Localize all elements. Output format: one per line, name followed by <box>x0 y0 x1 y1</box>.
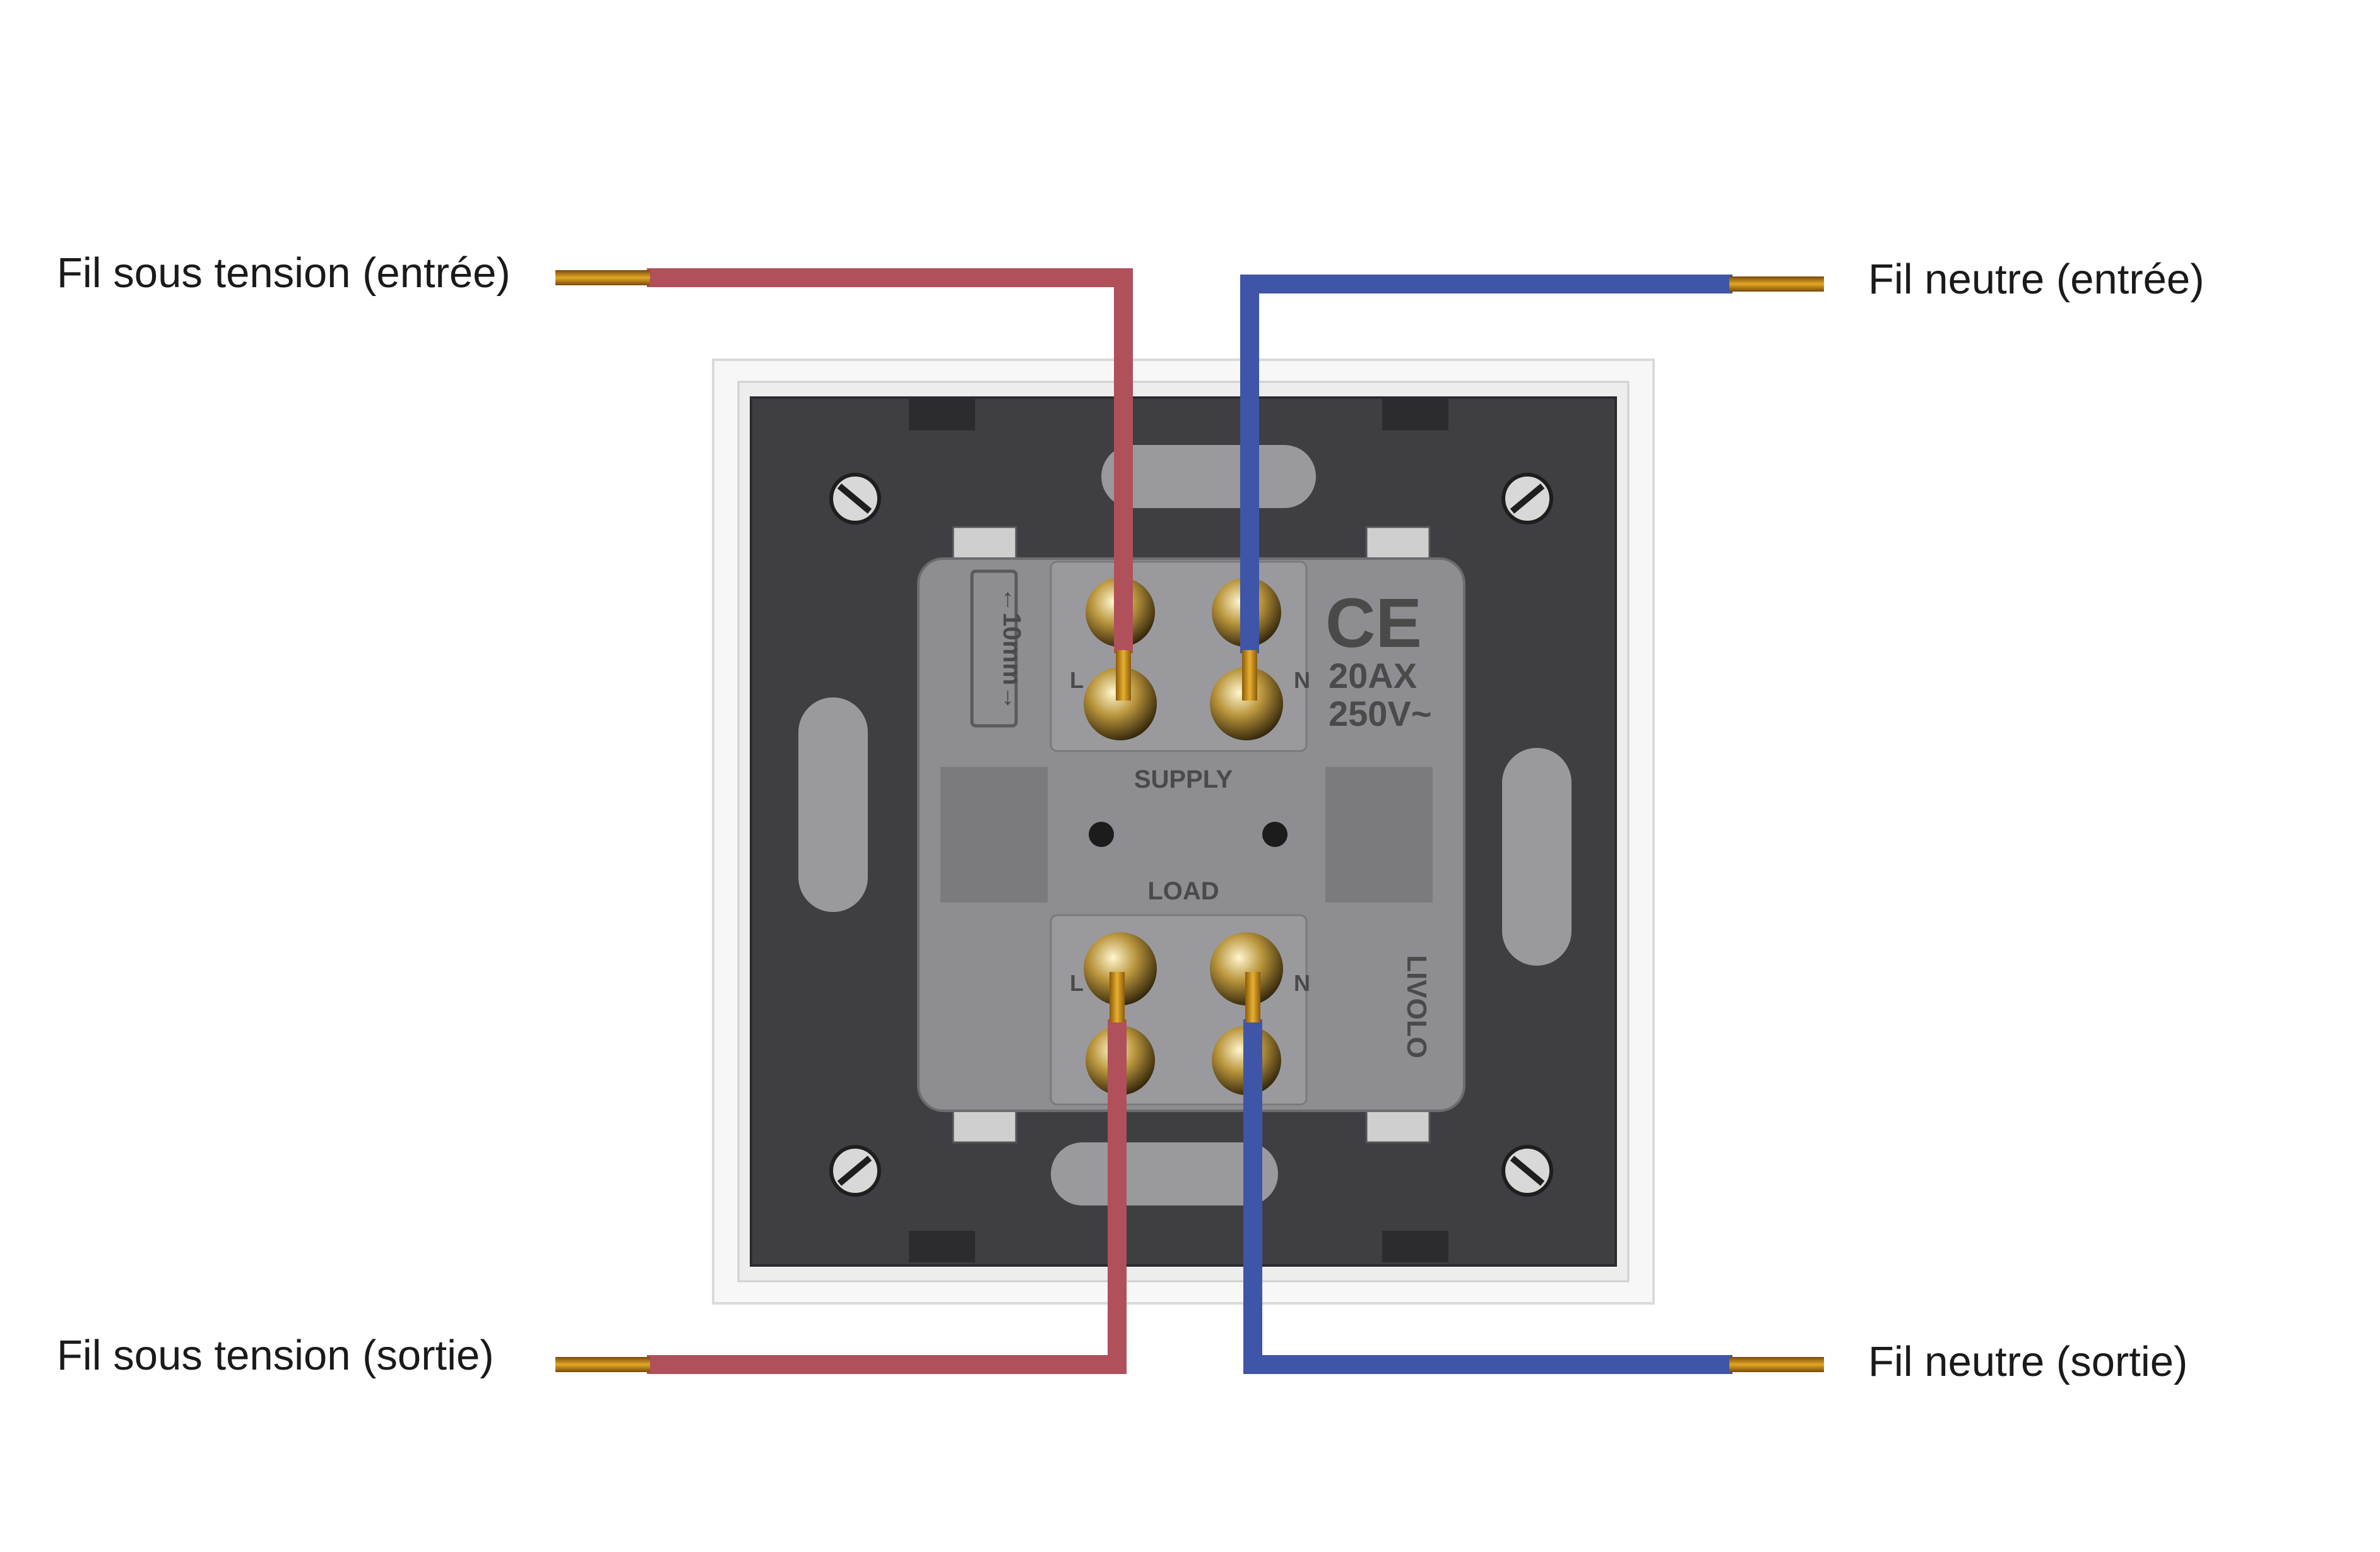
clip-notch <box>909 399 975 430</box>
mounting-slot-right <box>1502 748 1572 966</box>
neutral-wire-out <box>1243 972 1824 1374</box>
supply-label: SUPPLY <box>1134 766 1233 793</box>
mounting-slot-left <box>798 697 868 912</box>
label-live-in: Fil sous tension (entrée) <box>57 249 511 297</box>
load-label: LOAD <box>1147 877 1219 905</box>
terminal-label-l-bottom: L <box>1070 970 1084 996</box>
mounting-slot-top <box>1101 445 1316 508</box>
block-clip <box>952 526 1017 560</box>
clip-notch <box>909 1231 975 1262</box>
terminal-label-n-top: N <box>1294 667 1310 693</box>
terminal-label-l-top: L <box>1070 667 1084 693</box>
brand-label: LIVOLO <box>1401 955 1432 1058</box>
terminal-label-n-bottom: N <box>1294 970 1310 996</box>
clip-notch <box>1382 1231 1448 1262</box>
ce-mark: CE <box>1325 584 1422 662</box>
live-wire-in <box>555 268 1133 701</box>
label-neutral-out: Fil neutre (sortie) <box>1868 1338 2188 1385</box>
live-wire-out <box>555 972 1127 1374</box>
label-live-out: Fil sous tension (sortie) <box>57 1332 494 1379</box>
block-clip <box>1365 1110 1431 1144</box>
label-neutral-in: Fil neutre (entrée) <box>1868 256 2205 303</box>
neutral-wire-in <box>1240 275 1824 701</box>
screw-icon <box>1501 1145 1553 1197</box>
screw-icon <box>1501 473 1553 524</box>
block-clip <box>952 1110 1017 1144</box>
strip-gauge-text: ←10mm→ <box>998 587 1026 711</box>
screw-icon <box>829 473 881 524</box>
rating-current: 20AX <box>1329 656 1417 696</box>
rating-voltage: 250V~ <box>1329 694 1432 733</box>
block-clip <box>1365 526 1431 560</box>
terminal-screw <box>1084 932 1283 1095</box>
screw-icon <box>829 1145 881 1197</box>
clip-notch <box>1382 399 1448 430</box>
